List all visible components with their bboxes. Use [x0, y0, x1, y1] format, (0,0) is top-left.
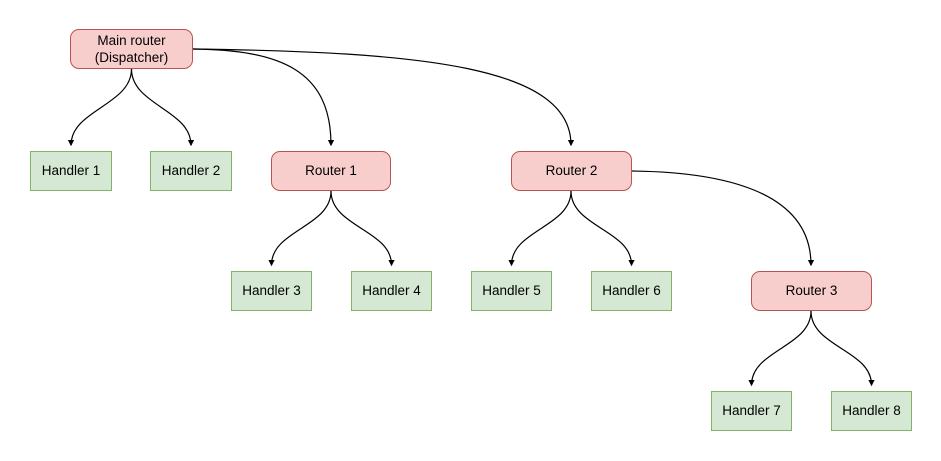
node-label-handler-2: Handler 2 [161, 163, 221, 179]
node-router-2[interactable]: Router 2 [511, 151, 632, 191]
edge-router-1-to-handler-3 [268, 190, 332, 267]
node-label-handler-6: Handler 6 [602, 283, 661, 299]
edge-router-2-to-handler-6 [570, 190, 635, 267]
node-label-router-1: Router 1 [305, 163, 357, 179]
node-handler-6[interactable]: Handler 6 [591, 271, 672, 311]
node-label-handler-7: Handler 7 [722, 403, 781, 419]
node-handler-1[interactable]: Handler 1 [30, 151, 112, 191]
node-label-router-3: Router 3 [785, 283, 838, 299]
edge-main-to-handler-2 [130, 68, 195, 147]
edges [67, 48, 875, 387]
node-label-handler-1: Handler 1 [41, 163, 101, 179]
node-handler-4[interactable]: Handler 4 [351, 271, 432, 311]
node-handler-5[interactable]: Handler 5 [471, 271, 552, 311]
node-label-handler-5: Handler 5 [482, 283, 541, 299]
node-handler-2[interactable]: Handler 2 [150, 151, 232, 191]
node-label-handler-3: Handler 3 [242, 283, 301, 299]
node-router-3[interactable]: Router 3 [751, 271, 872, 311]
node-label-main-router: Main router (Dispatcher) [94, 32, 169, 65]
edge-router-2-to-handler-5 [508, 190, 572, 267]
node-label-handler-8: Handler 8 [842, 403, 901, 419]
node-handler-7[interactable]: Handler 7 [711, 391, 792, 431]
edge-router-3-to-handler-8 [810, 310, 875, 387]
edge-router-1-to-handler-4 [330, 190, 395, 267]
edge-main-to-router-2 [192, 48, 575, 147]
node-label-router-2: Router 2 [545, 163, 598, 179]
edge-main-to-handler-1 [67, 68, 133, 147]
node-main-router[interactable]: Main router (Dispatcher) [70, 29, 193, 69]
node-router-1[interactable]: Router 1 [271, 151, 391, 191]
edge-router-3-to-handler-7 [748, 310, 812, 387]
node-label-handler-4: Handler 4 [362, 283, 421, 299]
edge-main-to-router-1 [192, 48, 335, 147]
edge-router-2-to-router-3 [631, 170, 815, 267]
node-handler-8[interactable]: Handler 8 [831, 391, 912, 431]
node-handler-3[interactable]: Handler 3 [231, 271, 312, 311]
